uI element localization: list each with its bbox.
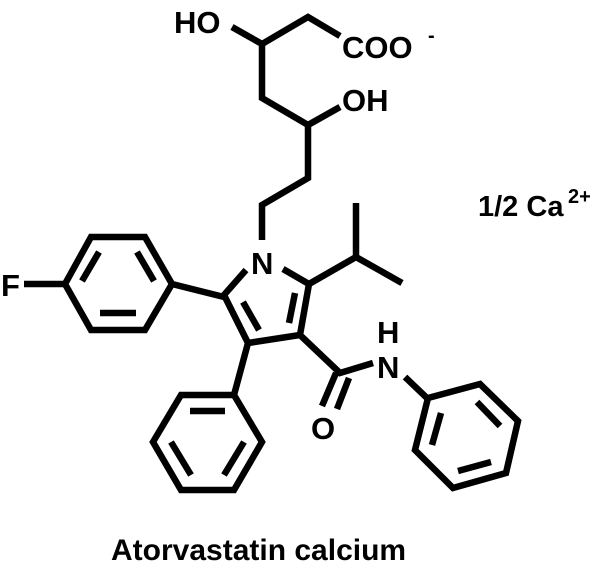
atom-label-oh-side: OH <box>342 83 389 118</box>
phenyl-ring <box>149 342 266 494</box>
pyrrole-double-bond-c4-c5 <box>285 292 299 324</box>
carbonyl-double-bond-1 <box>319 371 339 408</box>
counter-ion-label: 1/2 Ca <box>478 191 564 223</box>
phenyl-pyrrole-bond <box>230 342 252 396</box>
atom-label-fluorine: F <box>1 268 20 303</box>
atom-label-pyrrole-n: N <box>251 246 273 281</box>
atom-label-carboxylate: COO <box>342 30 413 65</box>
n-phenyl-double-bond-2 <box>474 399 503 429</box>
amide-group <box>297 332 431 411</box>
amide-carbon-bonds <box>297 332 374 377</box>
dihydroxy-heptanoate-chain <box>230 13 342 240</box>
pyrrole-ring-bonds <box>220 266 313 347</box>
atom-label-carbonyl-o: O <box>311 411 335 446</box>
phenyl-double-bond-3 <box>221 440 247 477</box>
fluorophenyl-double-bond-1 <box>79 250 102 283</box>
phenyl-double-bond-2 <box>168 440 194 477</box>
pyrrole-ring <box>220 266 313 347</box>
chain-bond-backbone <box>258 44 312 240</box>
fluorophenyl-double-bond-2 <box>134 250 157 283</box>
amide-n-phenyl-bond <box>402 374 431 402</box>
atom-label-ho-top: HO <box>174 5 221 40</box>
atom-label-amide-n: N <box>377 350 399 385</box>
n-phenyl-double-bond-1 <box>428 412 445 446</box>
isopropyl-group <box>307 203 404 287</box>
atom-label-amide-h: H <box>377 315 399 350</box>
compound-name-caption: Atorvastatin calcium <box>111 534 406 564</box>
n-phenyl-double-bond-3 <box>457 458 492 475</box>
phenyl-hexagon <box>149 391 266 494</box>
fluorophenyl-pyrrole-bond <box>171 280 225 301</box>
n-phenyl-hexagon <box>411 380 522 492</box>
counter-ion-charge: 2+ <box>568 186 591 208</box>
carbonyl-double-bond-2 <box>333 376 353 411</box>
carboxylate-charge: - <box>428 25 435 47</box>
chain-bond-top <box>230 13 342 48</box>
isopropyl-bonds <box>307 253 404 287</box>
chain-bond-oh <box>306 104 342 128</box>
fluorophenyl-ring <box>24 233 225 334</box>
pyrrole-double-bond-c2-c3 <box>240 300 262 332</box>
n-phenyl-ring <box>411 380 522 492</box>
